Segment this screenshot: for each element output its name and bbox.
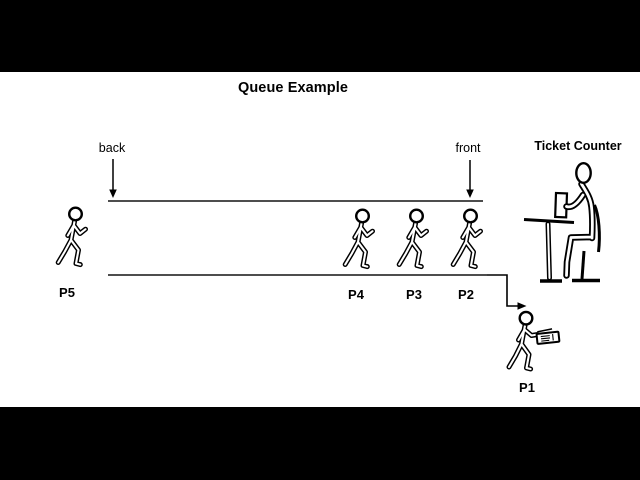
queue-person-label-p2: P2: [458, 287, 474, 302]
ticket-icon: [535, 328, 561, 345]
walking-person-icon-p5: [58, 208, 85, 265]
queue-person-label-p1: P1: [519, 380, 535, 395]
front-arrow-icon: [466, 160, 474, 198]
ticket-counter-label: Ticket Counter: [534, 139, 622, 153]
queue-person-label-p5: P5: [59, 285, 75, 300]
queue-person-label-p3: P3: [406, 287, 422, 302]
front-label: front: [455, 141, 481, 155]
counter-stool-icon: [572, 204, 601, 283]
letterbox-top: [0, 0, 640, 72]
walking-person-icon-p4: [345, 210, 372, 267]
walking-person-icon-p3: [399, 210, 426, 267]
diagram-canvas: [0, 72, 640, 407]
page-title: Queue Example: [237, 80, 349, 96]
back-arrow-icon: [109, 159, 117, 198]
counter-desk-icon: [523, 218, 575, 283]
queue-person-label-p4: P4: [348, 287, 364, 302]
letterbox-bottom: [0, 407, 640, 480]
clerk-icon: [563, 161, 596, 279]
walking-person-icon-p2: [453, 210, 480, 267]
dequeue-arrow-icon: [487, 274, 527, 310]
back-label: back: [98, 141, 126, 155]
ticket-counter-icon: [523, 161, 601, 283]
walking-person-with-ticket-icon-p1: [506, 310, 561, 372]
